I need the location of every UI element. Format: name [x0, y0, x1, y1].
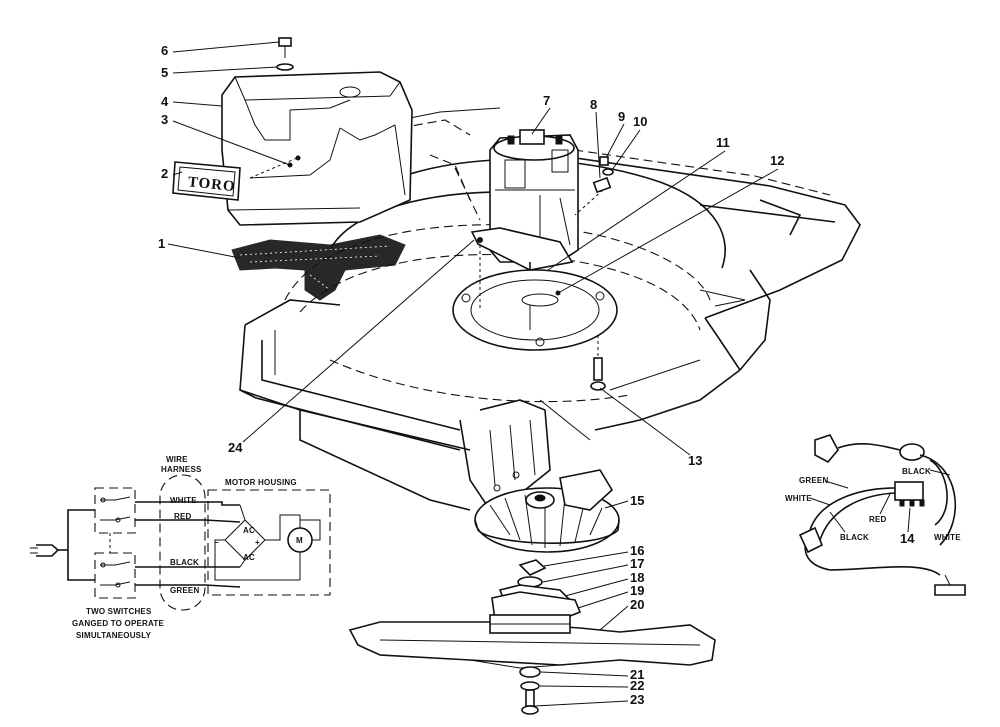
wire-black-label: BLACK — [170, 558, 199, 567]
callout-8: 8 — [590, 97, 597, 112]
wire-white-label: WHITE — [170, 496, 197, 505]
screw-and-washer — [276, 37, 294, 71]
motor-cover — [221, 71, 413, 226]
callout-labels: 6 5 4 3 2 1 7 8 9 10 11 12 13 14 15 16 1… — [158, 41, 915, 707]
callout-6: 6 — [161, 43, 168, 58]
wire-green-label: GREEN — [170, 586, 199, 595]
callout-5: 5 — [161, 65, 168, 80]
harness-black-label: BLACK — [902, 467, 931, 476]
blade-bolt-stack — [519, 666, 541, 715]
cooling-fan — [474, 469, 620, 553]
foam-filter — [231, 234, 406, 301]
motor-hardware — [574, 156, 614, 216]
callout-20: 20 — [630, 597, 644, 612]
callout-19: 19 — [630, 583, 644, 598]
harness-black2-label: BLACK — [840, 533, 869, 542]
callout-17: 17 — [630, 556, 644, 571]
blade — [348, 614, 716, 669]
callout-14: 14 — [900, 531, 915, 546]
wire-harness-label-1: WIRE — [166, 455, 188, 464]
callout-15: 15 — [630, 493, 644, 508]
plus-label: + — [255, 538, 260, 547]
callout-13: 13 — [688, 453, 702, 468]
callout-4: 4 — [161, 94, 169, 109]
wire-red-label: RED — [174, 512, 192, 521]
deck-bolt — [590, 335, 606, 391]
harness-white-label: WHITE — [785, 494, 812, 503]
callout-2: 2 — [161, 166, 168, 181]
mounting-plate — [452, 245, 618, 351]
callout-23: 23 — [630, 692, 644, 707]
minus-label: − — [214, 538, 219, 547]
ac-label-top: AC — [243, 526, 255, 535]
wire-harness-label-2: HARNESS — [161, 465, 202, 474]
callout-22: 22 — [630, 678, 644, 693]
wiring-schematic: WIRE HARNESS WHITE RED BLACK GREEN MOTOR… — [30, 455, 331, 640]
harness-white2-label: WHITE — [934, 533, 961, 542]
motor-housing-label: MOTOR HOUSING — [225, 478, 297, 487]
harness-red-label: RED — [869, 515, 887, 524]
switch-note-2: GANGED TO OPERATE — [72, 619, 164, 628]
harness-detail: BLACK GREEN WHITE RED BLACK WHITE — [785, 434, 966, 596]
callout-21: 21 — [630, 667, 644, 682]
callout-11: 11 — [716, 135, 730, 150]
motor — [470, 129, 579, 320]
harness-green-label: GREEN — [799, 476, 828, 485]
switch-note-3: SIMULTANEOUSLY — [76, 631, 152, 640]
callout-9: 9 — [618, 109, 625, 124]
callout-10: 10 — [633, 114, 647, 129]
switch-note-1: TWO SWITCHES — [86, 607, 152, 616]
callout-12: 12 — [770, 153, 784, 168]
callout-18: 18 — [630, 570, 644, 585]
callout-3: 3 — [161, 112, 168, 127]
callout-24: 24 — [228, 440, 243, 455]
callout-1: 1 — [158, 236, 165, 251]
callout-7: 7 — [543, 93, 550, 108]
toro-logo-plate: TORO — [172, 161, 241, 201]
brand-logo: TORO — [187, 174, 236, 195]
callout-16: 16 — [630, 543, 644, 558]
ac-label-bottom: AC — [243, 553, 255, 562]
motor-symbol: M — [296, 536, 303, 545]
